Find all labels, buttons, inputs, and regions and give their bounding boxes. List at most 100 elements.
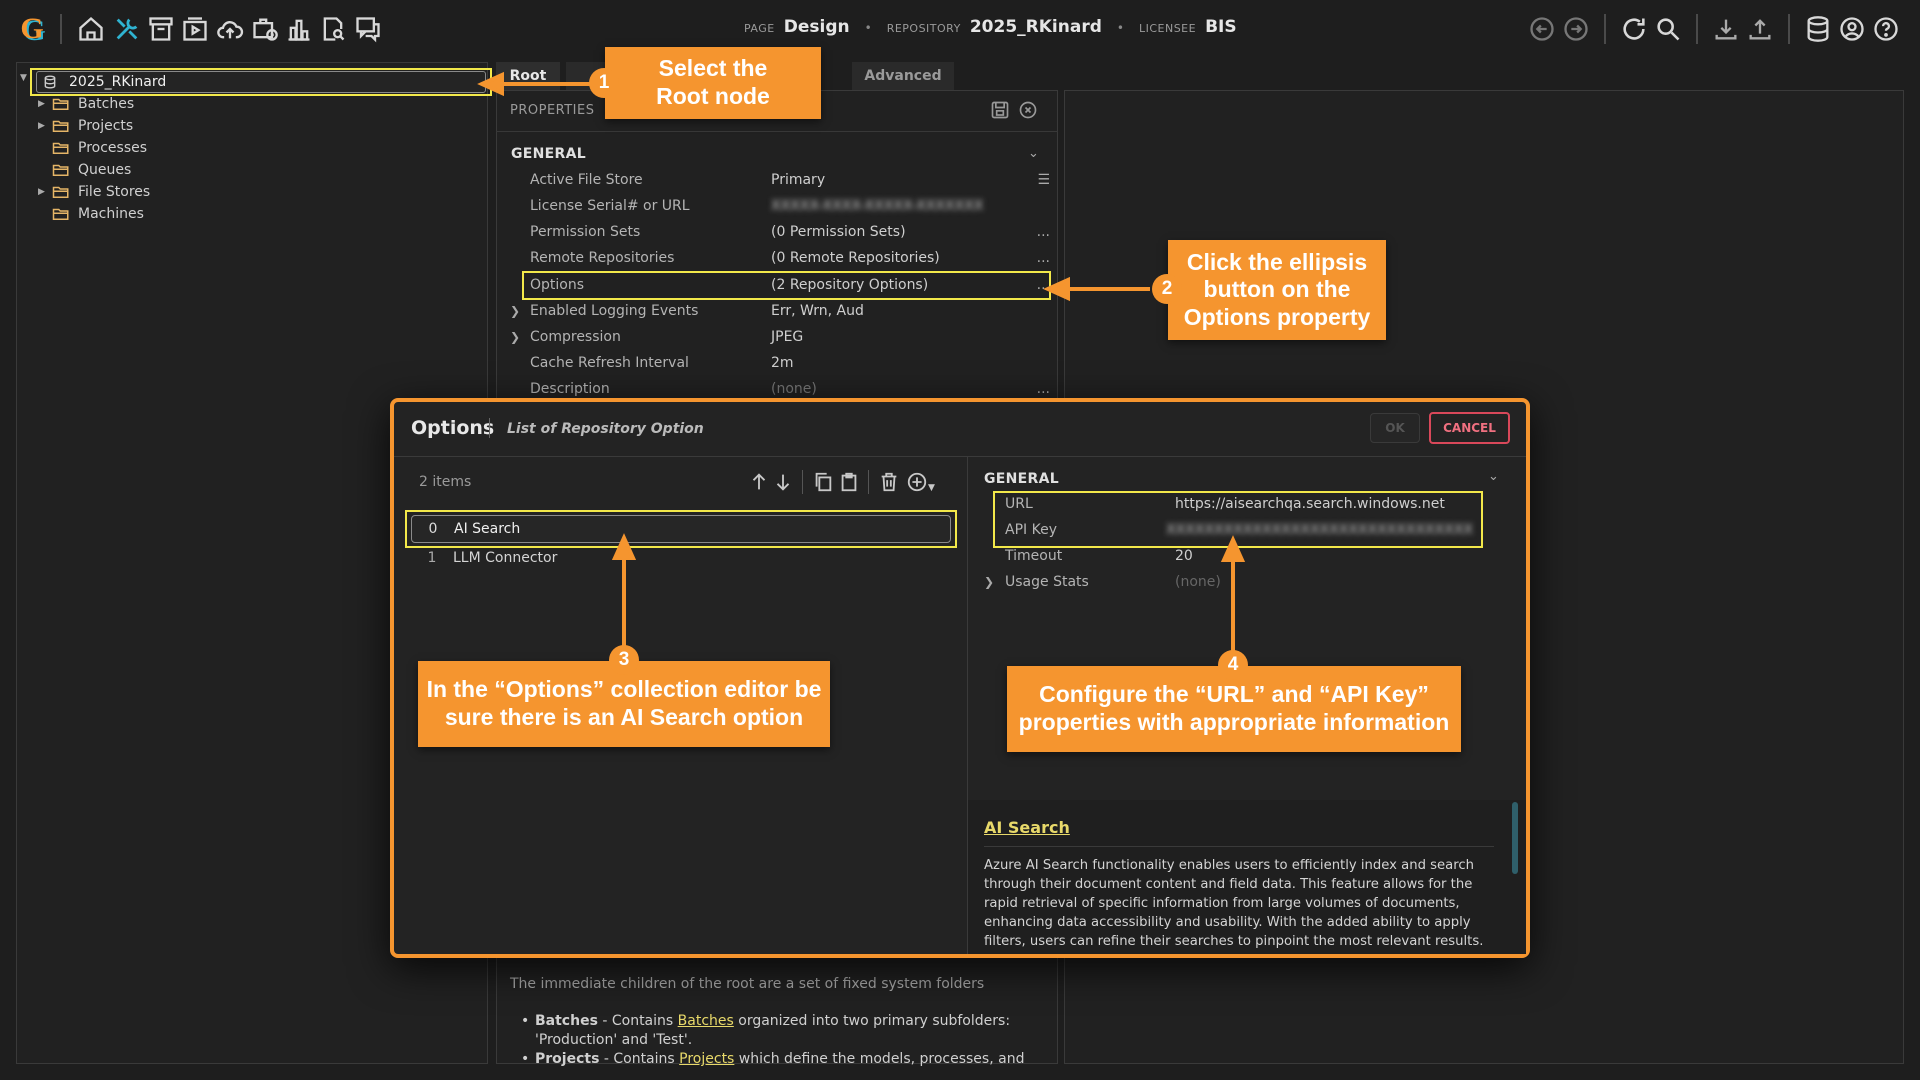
chart-icon[interactable]: [284, 14, 314, 44]
tab-advanced[interactable]: Advanced: [852, 62, 954, 90]
copy-icon[interactable]: [812, 470, 834, 494]
help-icon[interactable]: [1872, 14, 1900, 44]
prop-row-logging-events[interactable]: ❯ Enabled Logging Events Err, Wrn, Aud: [510, 298, 1050, 324]
repository-value: 2025_RKinard: [969, 17, 1102, 37]
expand-chevron-icon[interactable]: ❯: [510, 304, 521, 318]
prop-value[interactable]: https://aisearchqa.search.windows.net: [1175, 496, 1445, 512]
ellipsis-button[interactable]: ...: [1036, 381, 1050, 397]
expand-chevron-icon[interactable]: ❯: [984, 575, 995, 589]
context-bar: PAGE Design • REPOSITORY 2025_RKinard • …: [744, 17, 1237, 39]
ellipsis-button[interactable]: ...: [1036, 250, 1050, 266]
prop-row-options[interactable]: Options (2 Repository Options) ...: [528, 272, 1050, 298]
home-icon[interactable]: [76, 14, 106, 44]
arrow-down-icon[interactable]: [772, 470, 794, 494]
trash-icon[interactable]: [878, 470, 900, 494]
expand-arrow-icon[interactable]: ▶: [38, 187, 45, 197]
expand-chevron-icon[interactable]: ❯: [510, 330, 521, 344]
properties-header: PROPERTIES: [510, 103, 595, 118]
download-icon[interactable]: [1712, 14, 1740, 44]
divider: [1696, 14, 1698, 44]
tools-icon[interactable]: [112, 14, 142, 44]
tree-item-file-stores[interactable]: ▶ File Stores: [38, 181, 150, 203]
search-icon[interactable]: [1654, 14, 1682, 44]
prop-row-license-serial[interactable]: License Serial# or URL XXXXX-XXXX-XXXXX-…: [528, 193, 1050, 219]
prop-row-cache-refresh[interactable]: Cache Refresh Interval 2m: [528, 350, 1050, 376]
batches-link[interactable]: Batches: [677, 1013, 734, 1029]
close-icon[interactable]: [1018, 100, 1040, 122]
tree-item-label: Projects: [78, 118, 134, 134]
top-bar: G PAGE Design • REPOSITORY 2025_RKinard …: [0, 0, 1920, 58]
cancel-button[interactable]: CANCEL: [1429, 412, 1510, 444]
prop-row-description[interactable]: Description (none) ...: [528, 376, 1050, 402]
prop-name: Usage Stats: [1005, 574, 1089, 590]
list-item-ai-search[interactable]: 0 AI Search: [411, 515, 951, 543]
forward-icon[interactable]: [1562, 14, 1590, 44]
archive-icon[interactable]: [146, 14, 176, 44]
prop-name: Enabled Logging Events: [530, 303, 699, 319]
prop-row-compression[interactable]: ❯ Compression JPEG: [510, 324, 1050, 350]
play-icon[interactable]: [180, 14, 210, 44]
modal-prop-usage-stats[interactable]: ❯ Usage Stats (none): [984, 569, 1473, 595]
tree-item-label: Machines: [78, 206, 144, 222]
modal-prop-url[interactable]: URL https://aisearchqa.search.windows.ne…: [1003, 491, 1473, 517]
divider: [1604, 14, 1606, 44]
ok-button[interactable]: OK: [1370, 413, 1420, 443]
scrollbar-thumb[interactable]: [1512, 802, 1518, 874]
prop-value: Err, Wrn, Aud: [771, 303, 864, 319]
save-icon[interactable]: [990, 100, 1012, 122]
prop-row-active-file-store[interactable]: Active File Store Primary ☰: [528, 167, 1050, 193]
prop-value[interactable]: (2 Repository Options): [771, 277, 929, 293]
prop-row-remote-repositories[interactable]: Remote Repositories (0 Remote Repositori…: [528, 245, 1050, 271]
chevron-down-icon[interactable]: ⌄: [1028, 146, 1039, 161]
tree-item-batches[interactable]: ▶ Batches: [38, 93, 134, 115]
item-index: 1: [427, 550, 437, 566]
collapse-arrow[interactable]: ▼: [20, 73, 27, 83]
app-logo[interactable]: G: [20, 12, 44, 45]
tree-item-queues[interactable]: Queues: [38, 159, 131, 181]
search-document-icon[interactable]: [318, 14, 348, 44]
modal-prop-timeout[interactable]: Timeout 20: [1003, 543, 1473, 569]
prop-value[interactable]: XXXXX-XXXX-XXXXX-XXXXXXX: [771, 198, 984, 214]
tree-root-node[interactable]: 2025_RKinard: [36, 71, 486, 93]
tree-item-label: File Stores: [78, 184, 151, 200]
user-icon[interactable]: [1838, 14, 1866, 44]
help-text: Azure AI Search functionality enables us…: [984, 858, 1484, 949]
page-value: Design: [783, 17, 850, 37]
folder-icon: [52, 119, 72, 133]
tree-item-processes[interactable]: Processes: [38, 137, 147, 159]
upload-icon[interactable]: [1746, 14, 1774, 44]
list-icon[interactable]: ☰: [1037, 172, 1050, 188]
add-icon[interactable]: ▼: [906, 470, 935, 494]
tree-item-machines[interactable]: Machines: [38, 203, 144, 225]
separator-dot: •: [1116, 21, 1124, 35]
prop-name: Compression: [530, 329, 621, 345]
arrow-up-icon[interactable]: [748, 470, 770, 494]
refresh-icon[interactable]: [1620, 14, 1648, 44]
modal-prop-api-key[interactable]: API Key XXXXXXXXXXXXXXXXXXXXXXXXXXXXXXXX: [1003, 517, 1473, 543]
tree-item-projects[interactable]: ▶ Projects: [38, 115, 133, 137]
expand-arrow-icon[interactable]: ▶: [38, 121, 45, 131]
prop-value[interactable]: 20: [1175, 548, 1193, 564]
ellipsis-button[interactable]: ...: [1036, 224, 1050, 240]
list-item-llm-connector[interactable]: 1 LLM Connector: [411, 544, 951, 572]
options-highlight: [522, 271, 1051, 300]
projects-link[interactable]: Projects: [679, 1051, 735, 1067]
prop-name: Cache Refresh Interval: [530, 355, 689, 371]
prop-row-permission-sets[interactable]: Permission Sets (0 Permission Sets) ...: [528, 219, 1050, 245]
divider: [868, 470, 869, 494]
cloud-upload-icon[interactable]: [214, 14, 246, 44]
chevron-down-icon[interactable]: ⌄: [1488, 469, 1499, 484]
chat-icon[interactable]: [352, 14, 384, 44]
back-icon[interactable]: [1528, 14, 1556, 44]
prop-name: Timeout: [1005, 548, 1063, 564]
briefcase-clock-icon[interactable]: [250, 14, 280, 44]
dropdown-caret-icon[interactable]: ▼: [928, 483, 935, 493]
callout-badge-2: 2: [1152, 274, 1182, 304]
prop-value[interactable]: XXXXXXXXXXXXXXXXXXXXXXXXXXXXXXXX: [1166, 522, 1473, 538]
expand-arrow-icon[interactable]: ▶: [38, 99, 45, 109]
help-pane: AI Search Azure AI Search functionality …: [968, 800, 1526, 954]
paste-icon[interactable]: [838, 470, 860, 494]
database-icon[interactable]: [1804, 14, 1832, 44]
prop-value[interactable]: Primary: [771, 172, 826, 188]
